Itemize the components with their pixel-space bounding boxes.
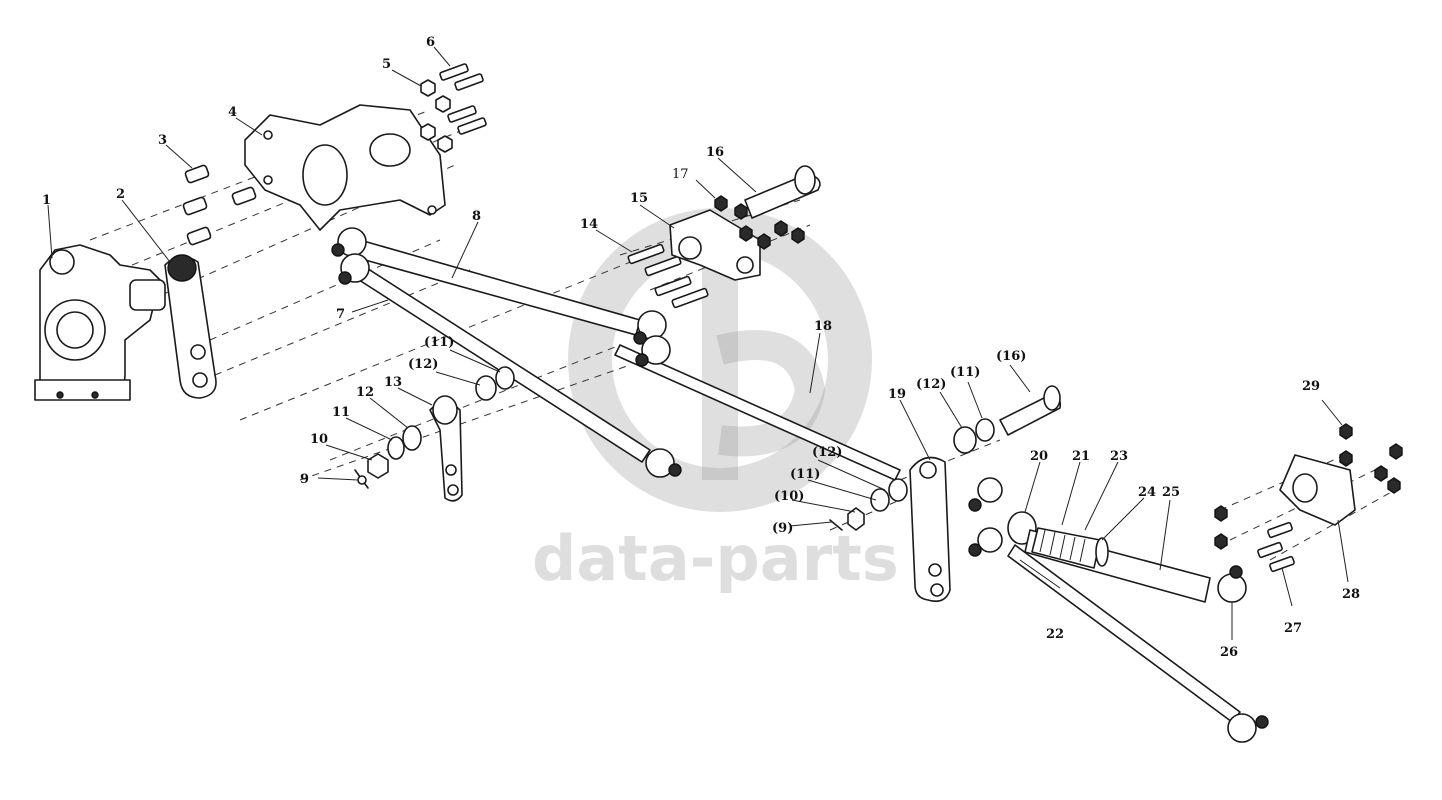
callout-p11-left: (11): [424, 335, 454, 350]
bushing-12: [402, 425, 422, 451]
bushings-right: [829, 385, 1062, 531]
callout-p12-right: (12): [916, 377, 946, 392]
pivot-shaft-16: [744, 165, 821, 219]
castle-nut-10: [367, 453, 389, 479]
callout-16: 16: [706, 145, 724, 160]
callout-24: 24: [1138, 485, 1156, 500]
nuts-17: [714, 195, 805, 250]
callout-15: 15: [630, 191, 648, 206]
boot-23: [1031, 527, 1101, 569]
bolts-27: [1214, 505, 1295, 573]
nuts-5: [420, 79, 453, 153]
callout-labels: 1 2 3 4 5 6 7 8 9 10 11 12 13 14 15 16 1…: [42, 35, 1360, 660]
callout-p11-center: (11): [790, 467, 820, 482]
callout-22: 22: [1046, 627, 1064, 642]
bushings-upper: [475, 366, 515, 401]
callout-p12-left: (12): [408, 357, 438, 372]
steering-gear-box: [34, 244, 166, 401]
callout-p11-right: (11): [950, 365, 980, 380]
callout-12: 12: [356, 385, 374, 400]
pitman-arm: [164, 254, 217, 399]
callout-21: 21: [1072, 449, 1090, 464]
mounting-bracket-4: [244, 104, 446, 231]
callout-8: 8: [472, 209, 481, 224]
callout-17: 17: [672, 167, 689, 182]
washer-11: [387, 436, 405, 460]
center-bracket-15: [669, 209, 761, 281]
watermark-text: data-parts: [532, 522, 899, 595]
callout-p12-center: (12): [812, 445, 842, 460]
callout-7: 7: [336, 307, 345, 322]
callout-11: 11: [332, 405, 350, 420]
cotter-pin-9: [354, 469, 369, 489]
callout-p10: (10): [774, 489, 804, 504]
callout-25: 25: [1162, 485, 1180, 500]
callout-3: 3: [158, 133, 167, 148]
callout-14: 14: [580, 217, 598, 232]
callout-28: 28: [1342, 587, 1360, 602]
leader-lines: [47, 46, 1349, 640]
callout-19: 19: [888, 387, 906, 402]
callout-5: 5: [382, 57, 391, 72]
callout-4: 4: [228, 105, 237, 120]
callout-2: 2: [116, 187, 125, 202]
callout-29: 29: [1302, 379, 1320, 394]
bolts-6: [439, 63, 487, 135]
tie-rod-22: [1007, 544, 1269, 743]
callout-20: 20: [1030, 449, 1048, 464]
clamp-24: [1095, 537, 1109, 567]
callout-26: 26: [1220, 645, 1238, 660]
callout-p9: (9): [772, 521, 793, 536]
drag-link-8: [331, 227, 667, 345]
ball-joints-19: [968, 477, 1003, 557]
relay-arm-13: [429, 395, 463, 502]
bolts-3: [182, 164, 257, 246]
nuts-29: [1339, 423, 1403, 494]
callout-9: 9: [300, 472, 309, 487]
tie-rod-end-26: [1217, 565, 1247, 603]
callout-6: 6: [426, 35, 435, 50]
callout-23: 23: [1110, 449, 1128, 464]
callout-13: 13: [384, 375, 402, 390]
callout-1: 1: [42, 193, 51, 208]
bracket-28: [1279, 454, 1356, 526]
callout-18: 18: [814, 319, 832, 334]
relay-arm-19: [909, 456, 951, 603]
callout-p16: (16): [996, 349, 1026, 364]
bolts-14: [627, 243, 709, 309]
callout-10: 10: [310, 432, 328, 447]
callout-27: 27: [1284, 621, 1302, 636]
